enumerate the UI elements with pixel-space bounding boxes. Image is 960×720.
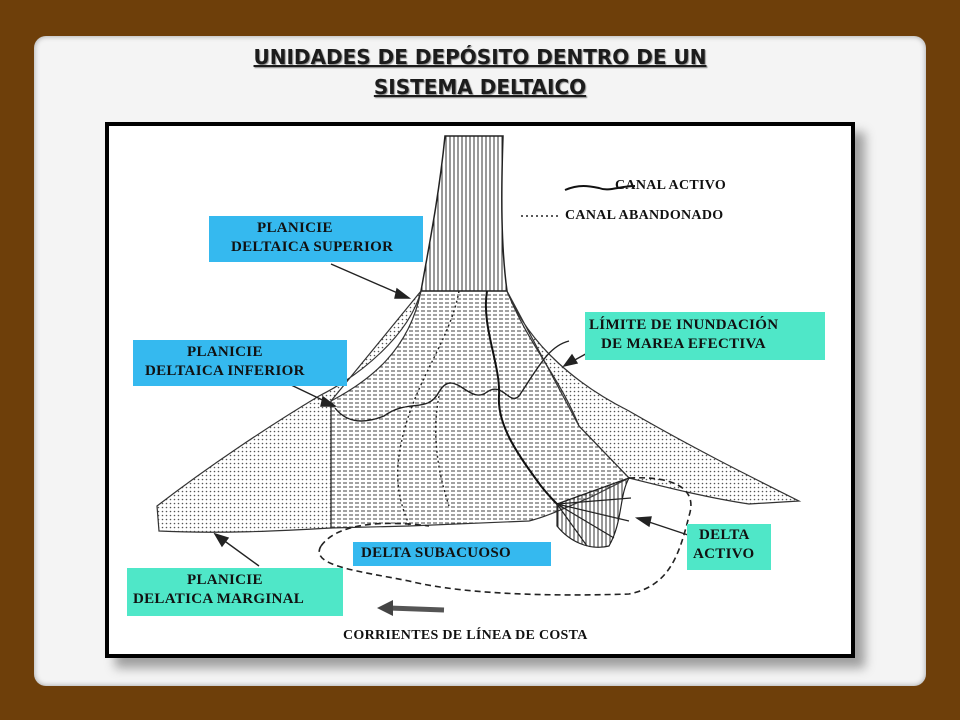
label-active-delta: DELTA ACTIVO [687, 524, 771, 570]
label-lower-delta-plain: PLANICIE DELTAICA INFERIOR [133, 340, 347, 386]
active-delta-distributaries [556, 497, 632, 547]
delta-diagram: CANAL ACTIVO CANAL ABANDONADO PLANICIE D… [105, 122, 855, 658]
upper-plain-line-1: PLANICIE [257, 220, 333, 236]
label-upper-delta-plain: PLANICIE DELTAICA SUPERIOR [209, 216, 423, 262]
upper-delta-plain-stem [420, 135, 508, 292]
marginal-plain-left [156, 290, 422, 533]
title-line-1: UNIDADES DE DEPÓSITO DENTRO DE UN [253, 45, 707, 69]
label-marginal-plain: PLANICIE DELATICA MARGINAL [127, 568, 343, 616]
legend-abandoned-channel: CANAL ABANDONADO [565, 208, 724, 223]
tidal-limit-curve [334, 340, 570, 422]
title-line-2: SISTEMA DELTAICO [373, 75, 587, 99]
legend-active-channel-line [564, 185, 636, 191]
longshore-current-arrow [377, 600, 445, 616]
active-delta-line-2: ACTIVO [693, 546, 755, 562]
marginal-plain-line-1: PLANICIE [187, 572, 263, 588]
lower-plain-line-1: PLANICIE [187, 344, 263, 360]
abandoned-channel-line-2 [435, 395, 450, 507]
label-longshore-currents: CORRIENTES DE LÍNEA DE COSTA [343, 628, 588, 643]
tidal-limit-line-2: DE MAREA EFECTIVA [601, 336, 766, 352]
label-tidal-limit: LÍMITE DE INUNDACIÓN DE MAREA EFECTIVA [585, 312, 825, 360]
slide-title: UNIDADES DE DEPÓSITO DENTRO DE UN SISTEM… [0, 42, 960, 102]
lower-plain-line-2: DELTAICA INFERIOR [145, 363, 305, 379]
active-channel-line [484, 290, 558, 505]
delta-drawing [156, 135, 802, 616]
upper-plain-line-2: DELTAICA SUPERIOR [231, 239, 394, 255]
abandoned-channel-line [397, 290, 460, 527]
legend-active-channel: CANAL ACTIVO [615, 178, 727, 193]
label-arrows [213, 263, 692, 567]
tidal-limit-line-1: LÍMITE DE INUNDACIÓN [589, 317, 779, 333]
active-delta-line-1: DELTA [699, 527, 750, 543]
label-subaqueous-delta: DELTA SUBACUOSO [353, 542, 551, 566]
subaqueous-delta-boundary [318, 476, 692, 596]
marginal-plain-line-2: DELATICA MARGINAL [133, 591, 305, 607]
